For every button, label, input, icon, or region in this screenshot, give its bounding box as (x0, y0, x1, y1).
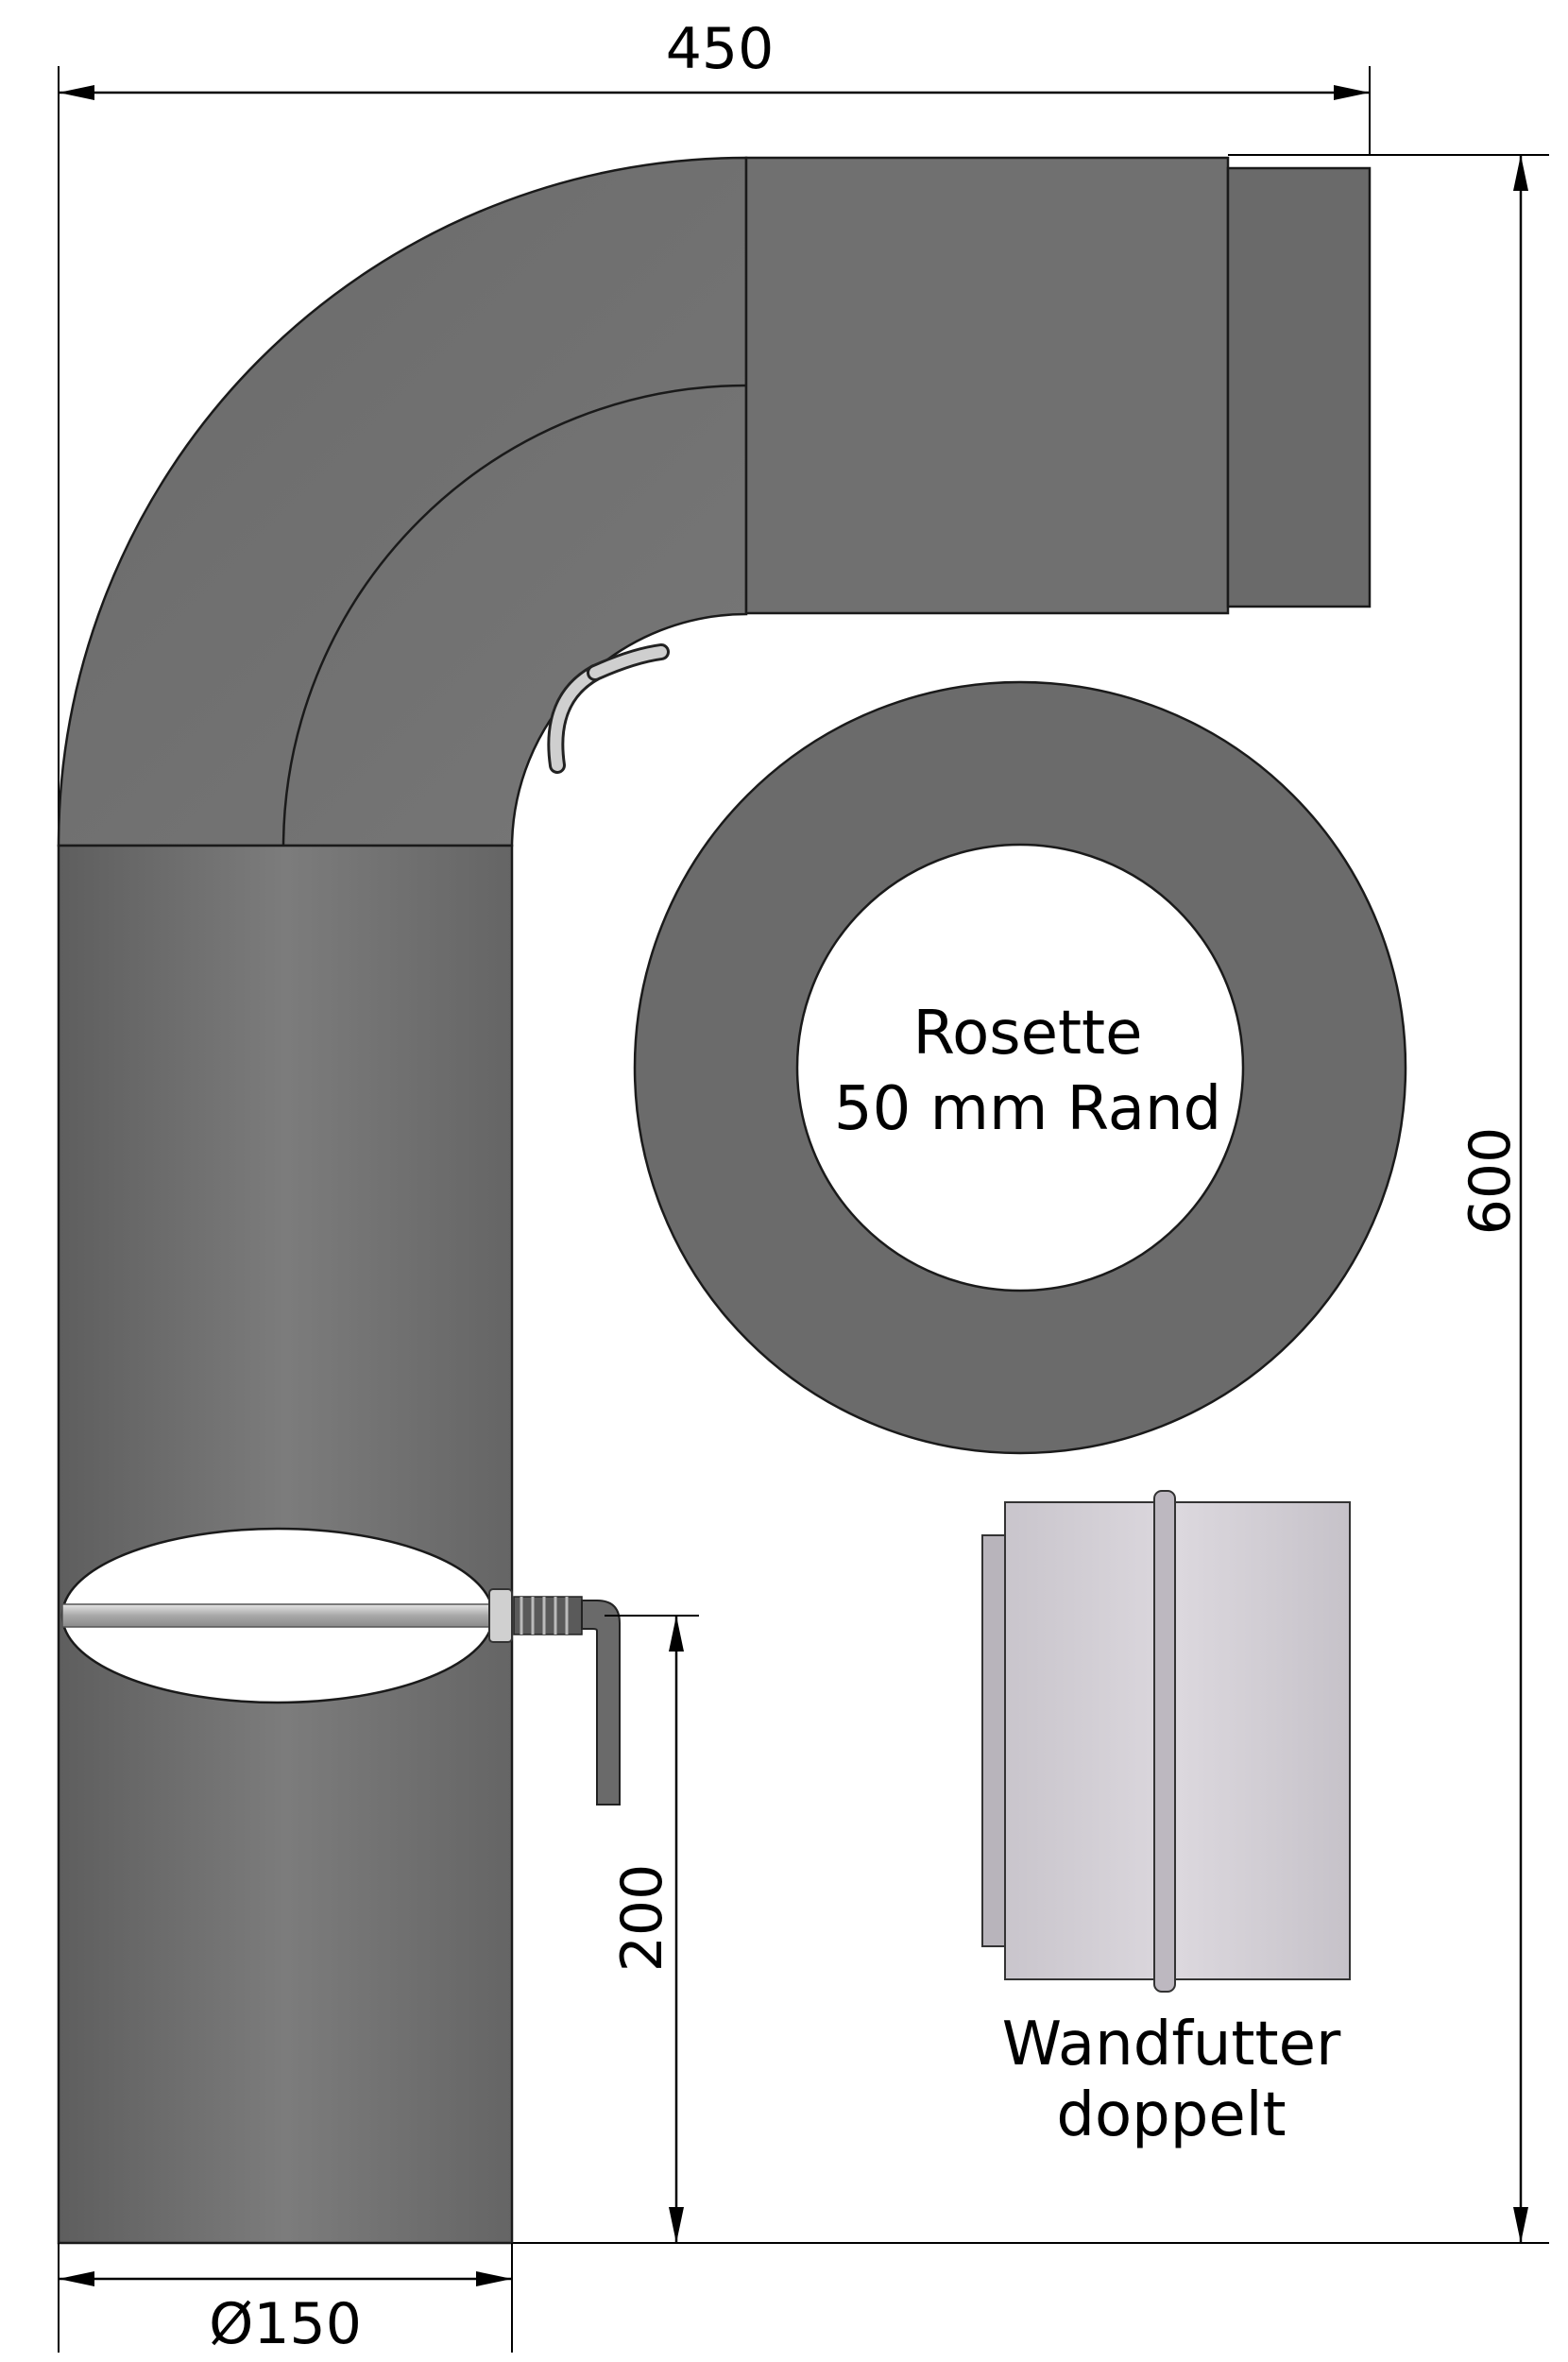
dimension-diameter: Ø150 (58, 2243, 513, 2357)
dimension-height-label: 600 (1457, 1127, 1524, 1236)
damper-rod (61, 1603, 498, 1628)
wall-sleeve: Wandfutter doppelt (981, 1490, 1351, 2150)
dimension-damper-height-label: 200 (609, 1864, 675, 1973)
wall-sleeve-label-line2: doppelt (1056, 2080, 1286, 2150)
damper-spring (513, 1596, 583, 1635)
dimension-diameter-label: Ø150 (209, 2291, 362, 2357)
dimension-width-label: 450 (666, 16, 775, 82)
damper-valve (60, 1527, 621, 1806)
pipe-elbow (57, 156, 748, 847)
rosette-label-line1: Rosette (912, 999, 1142, 1069)
wall-sleeve-bead (1153, 1490, 1176, 1993)
rosette: Rosette 50 mm Rand (633, 680, 1407, 1455)
dimension-damper-height: 200 (605, 1615, 699, 2243)
dimension-height: 600 (510, 154, 1549, 2244)
rosette-label-line2: 50 mm Rand (834, 1074, 1221, 1144)
dimension-width: 450 (58, 16, 1371, 846)
damper-handle (581, 1600, 621, 1806)
damper-nut (488, 1588, 513, 1643)
pipe-elbow-collar (744, 156, 1372, 615)
pipe-clip (547, 643, 670, 774)
wall-sleeve-label-line1: Wandfutter (1002, 2010, 1341, 2080)
